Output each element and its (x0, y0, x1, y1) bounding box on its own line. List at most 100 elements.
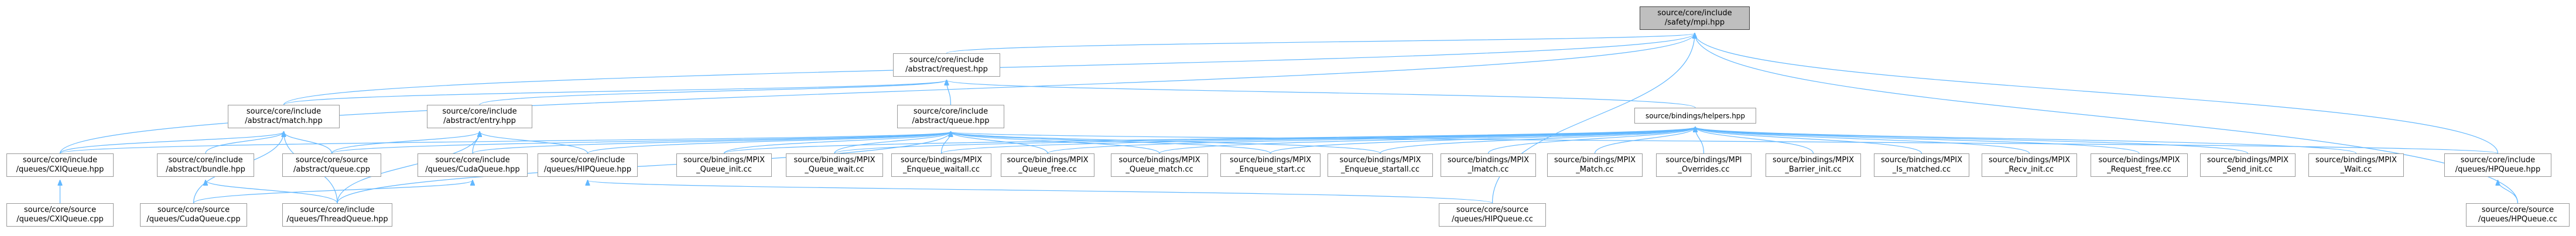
node-hipq[interactable]: source/core/include/queues/HIPQueue.hpp (538, 153, 638, 177)
node-label-line: /safety/mpi.hpp (1664, 18, 1725, 27)
node-label-line: _Enqueue_waitall.cc (902, 165, 980, 174)
node-queuecpp[interactable]: source/core/source/abstract/queue.cpp (282, 153, 381, 177)
node-label-line: source/core/include (442, 107, 517, 116)
node-label-line: source/core/include (22, 156, 98, 165)
node-label-line: source/core/include (300, 206, 375, 214)
node-threadq[interactable]: source/core/include/queues/ThreadQueue.h… (282, 203, 392, 227)
node-label-line: source/core/include (913, 107, 988, 116)
node-label-line: source/bindings/MPIX (1118, 156, 1200, 165)
node-label-line: source/core/include (1657, 9, 1732, 18)
node-request[interactable]: source/core/include/abstract/request.hpp (893, 53, 1000, 77)
edge-b_imatch-to-helpers (1487, 127, 1696, 154)
edge-b_match-to-helpers (1594, 127, 1696, 154)
edge-queuecpp-to-entry (331, 132, 480, 154)
edge-cxiq-to-match (59, 132, 284, 154)
node-label-line: source/core/include (909, 56, 984, 64)
node-label-line: source/core/source (2481, 206, 2554, 214)
node-label-line: source/core/include (246, 107, 321, 116)
edge-b_barrier-to-helpers (1695, 127, 1814, 154)
node-cxicpp[interactable]: source/core/source/queues/CXIQueue.cpp (6, 203, 114, 227)
node-b-overrides[interactable]: source/bindings/MPI_Overrides.cc (1656, 153, 1751, 177)
node-label-line: /abstract/bundle.hpp (166, 165, 245, 174)
edge-entry-to-request (479, 80, 947, 105)
node-label-line: source/bindings/MPIX (1339, 156, 1421, 165)
node-label-line: /queues/CXIQueue.cpp (16, 215, 104, 224)
node-label-line: source/core/source (157, 206, 230, 214)
edge-hipq-to-queue (587, 132, 951, 154)
node-b-barrier[interactable]: source/bindings/MPIX_Barrier_init.cc (1766, 153, 1861, 177)
node-b-qwait[interactable]: source/bindings/MPIX_Queue_wait.cc (786, 153, 883, 177)
node-label-line: source/bindings/MPIX (2098, 156, 2180, 165)
node-hpq[interactable]: source/core/include/queues/HPQueue.hpp (2444, 153, 2551, 177)
node-label-line: source/bindings/helpers.hpp (1645, 111, 1746, 120)
node-cxiq[interactable]: source/core/include/queues/CXIQueue.hpp (6, 153, 114, 177)
node-b-qinit[interactable]: source/bindings/MPIX_Queue_init.cc (676, 153, 772, 177)
node-entry[interactable]: source/core/include/abstract/entry.hpp (427, 105, 532, 128)
edge-b_enqwaitall-to-queue (940, 132, 951, 154)
node-b-wait[interactable]: source/bindings/MPIX_Wait.cc (2308, 153, 2404, 177)
node-label-line: source/core/include (2460, 156, 2536, 165)
node-b-qmatch[interactable]: source/bindings/MPIX_Queue_match.cc (1111, 153, 1208, 177)
edge-hpq-to-queue (951, 132, 2499, 154)
node-label-line: /abstract/match.hpp (245, 117, 323, 125)
node-match[interactable]: source/core/include/abstract/match.hpp (228, 105, 340, 128)
node-label-line: _Wait.cc (2340, 165, 2372, 174)
edge-b_qmatch-to-helpers (1159, 127, 1695, 154)
edge-b_qwait-to-queue (834, 132, 951, 154)
edge-cudaq-to-queue (472, 132, 951, 154)
node-label-line: /queues/HPQueue.cc (2478, 215, 2557, 224)
node-label-line: _Queue_init.cc (696, 165, 752, 174)
edge-b_send-to-helpers (1695, 127, 2249, 154)
edge-b_enqstartall-to-queue (951, 132, 1381, 154)
edge-hpcc-to-mpi (1695, 33, 2519, 204)
edge-b_qfree-to-queue (951, 132, 1048, 154)
node-label-line: /abstract/entry.hpp (443, 117, 516, 125)
node-cudacpp[interactable]: source/core/source/queues/CudaQueue.cpp (140, 203, 247, 227)
node-label-line: _Request_free.cc (2107, 165, 2171, 174)
node-label-line: /abstract/queue.cpp (293, 165, 370, 174)
edge-b_qinit-to-queue (723, 132, 951, 154)
node-b-match[interactable]: source/bindings/MPIX_Match.cc (1547, 153, 1643, 177)
node-b-qfree[interactable]: source/bindings/MPIX_Queue_free.cc (1001, 153, 1094, 177)
node-label-line: source/core/source (1456, 206, 1529, 214)
node-cudaq[interactable]: source/core/include/queues/CudaQueue.hpp (418, 153, 528, 177)
edge-cudacpp-to-cudaq (193, 180, 473, 204)
node-mpi: source/core/include/safety/mpi.hpp (1640, 6, 1750, 30)
node-hpcc[interactable]: source/core/source/queues/HPQueue.cc (2466, 203, 2570, 227)
node-label-line: /queues/CXIQueue.hpp (16, 165, 104, 174)
node-label-line: source/core/source (23, 206, 97, 214)
node-queue[interactable]: source/core/include/abstract/queue.hpp (897, 105, 1004, 128)
node-label-line: source/bindings/MPIX (1554, 156, 1636, 165)
node-label-line: /queues/HPQueue.hpp (2455, 165, 2541, 174)
node-b-enqstart[interactable]: source/bindings/MPIX_Enqueue_start.cc (1220, 153, 1321, 177)
edge-b_ismatched-to-helpers (1695, 127, 1922, 154)
edge-b_recv-to-helpers (1695, 127, 2030, 154)
node-label-line: source/bindings/MPIX (1448, 156, 1529, 165)
node-b-recv[interactable]: source/bindings/MPIX_Recv_init.cc (1982, 153, 2077, 177)
node-b-enqwaitall[interactable]: source/bindings/MPIX_Enqueue_waitall.cc (891, 153, 991, 177)
node-hipcc[interactable]: source/core/source/queues/HIPQueue.cc (1439, 203, 1546, 227)
node-helpers[interactable]: source/bindings/helpers.hpp (1634, 108, 1756, 124)
node-label-line: /queues/ThreadQueue.hpp (286, 215, 388, 224)
edge-b_overrides-to-helpers (1695, 127, 1705, 154)
node-label-line: _Send_init.cc (2223, 165, 2273, 174)
node-label-line: source/bindings/MPIX (1230, 156, 1311, 165)
node-b-reqfree[interactable]: source/bindings/MPIX_Request_free.cc (2091, 153, 2188, 177)
node-label-line: source/bindings/MPIX (793, 156, 875, 165)
node-label-line: source/bindings/MPIX (1881, 156, 1962, 165)
node-label-line: source/core/include (550, 156, 625, 165)
node-b-send[interactable]: source/bindings/MPIX_Send_init.cc (2200, 153, 2296, 177)
edge-b_enqstartall-to-helpers (1380, 127, 1695, 154)
node-b-enqstartall[interactable]: source/bindings/MPIX_Enqueue_startall.cc (1328, 153, 1433, 177)
node-label-line: _Barrier_init.cc (1785, 165, 1842, 174)
node-bundle[interactable]: source/core/include/abstract/bundle.hpp (157, 153, 254, 177)
edge-b_qfree-to-helpers (1047, 127, 1695, 154)
node-label-line: _Enqueue_startall.cc (1340, 165, 1420, 174)
node-b-ismatched[interactable]: source/bindings/MPIX_Is_matched.cc (1874, 153, 1969, 177)
node-label-line: /queues/CudaQueue.hpp (425, 165, 520, 174)
node-label-line: /queues/HIPQueue.hpp (543, 165, 632, 174)
node-label-line: source/core/include (168, 156, 243, 165)
node-b-imatch[interactable]: source/bindings/MPIX_Imatch.cc (1441, 153, 1536, 177)
node-label-line: _Queue_free.cc (1018, 165, 1077, 174)
